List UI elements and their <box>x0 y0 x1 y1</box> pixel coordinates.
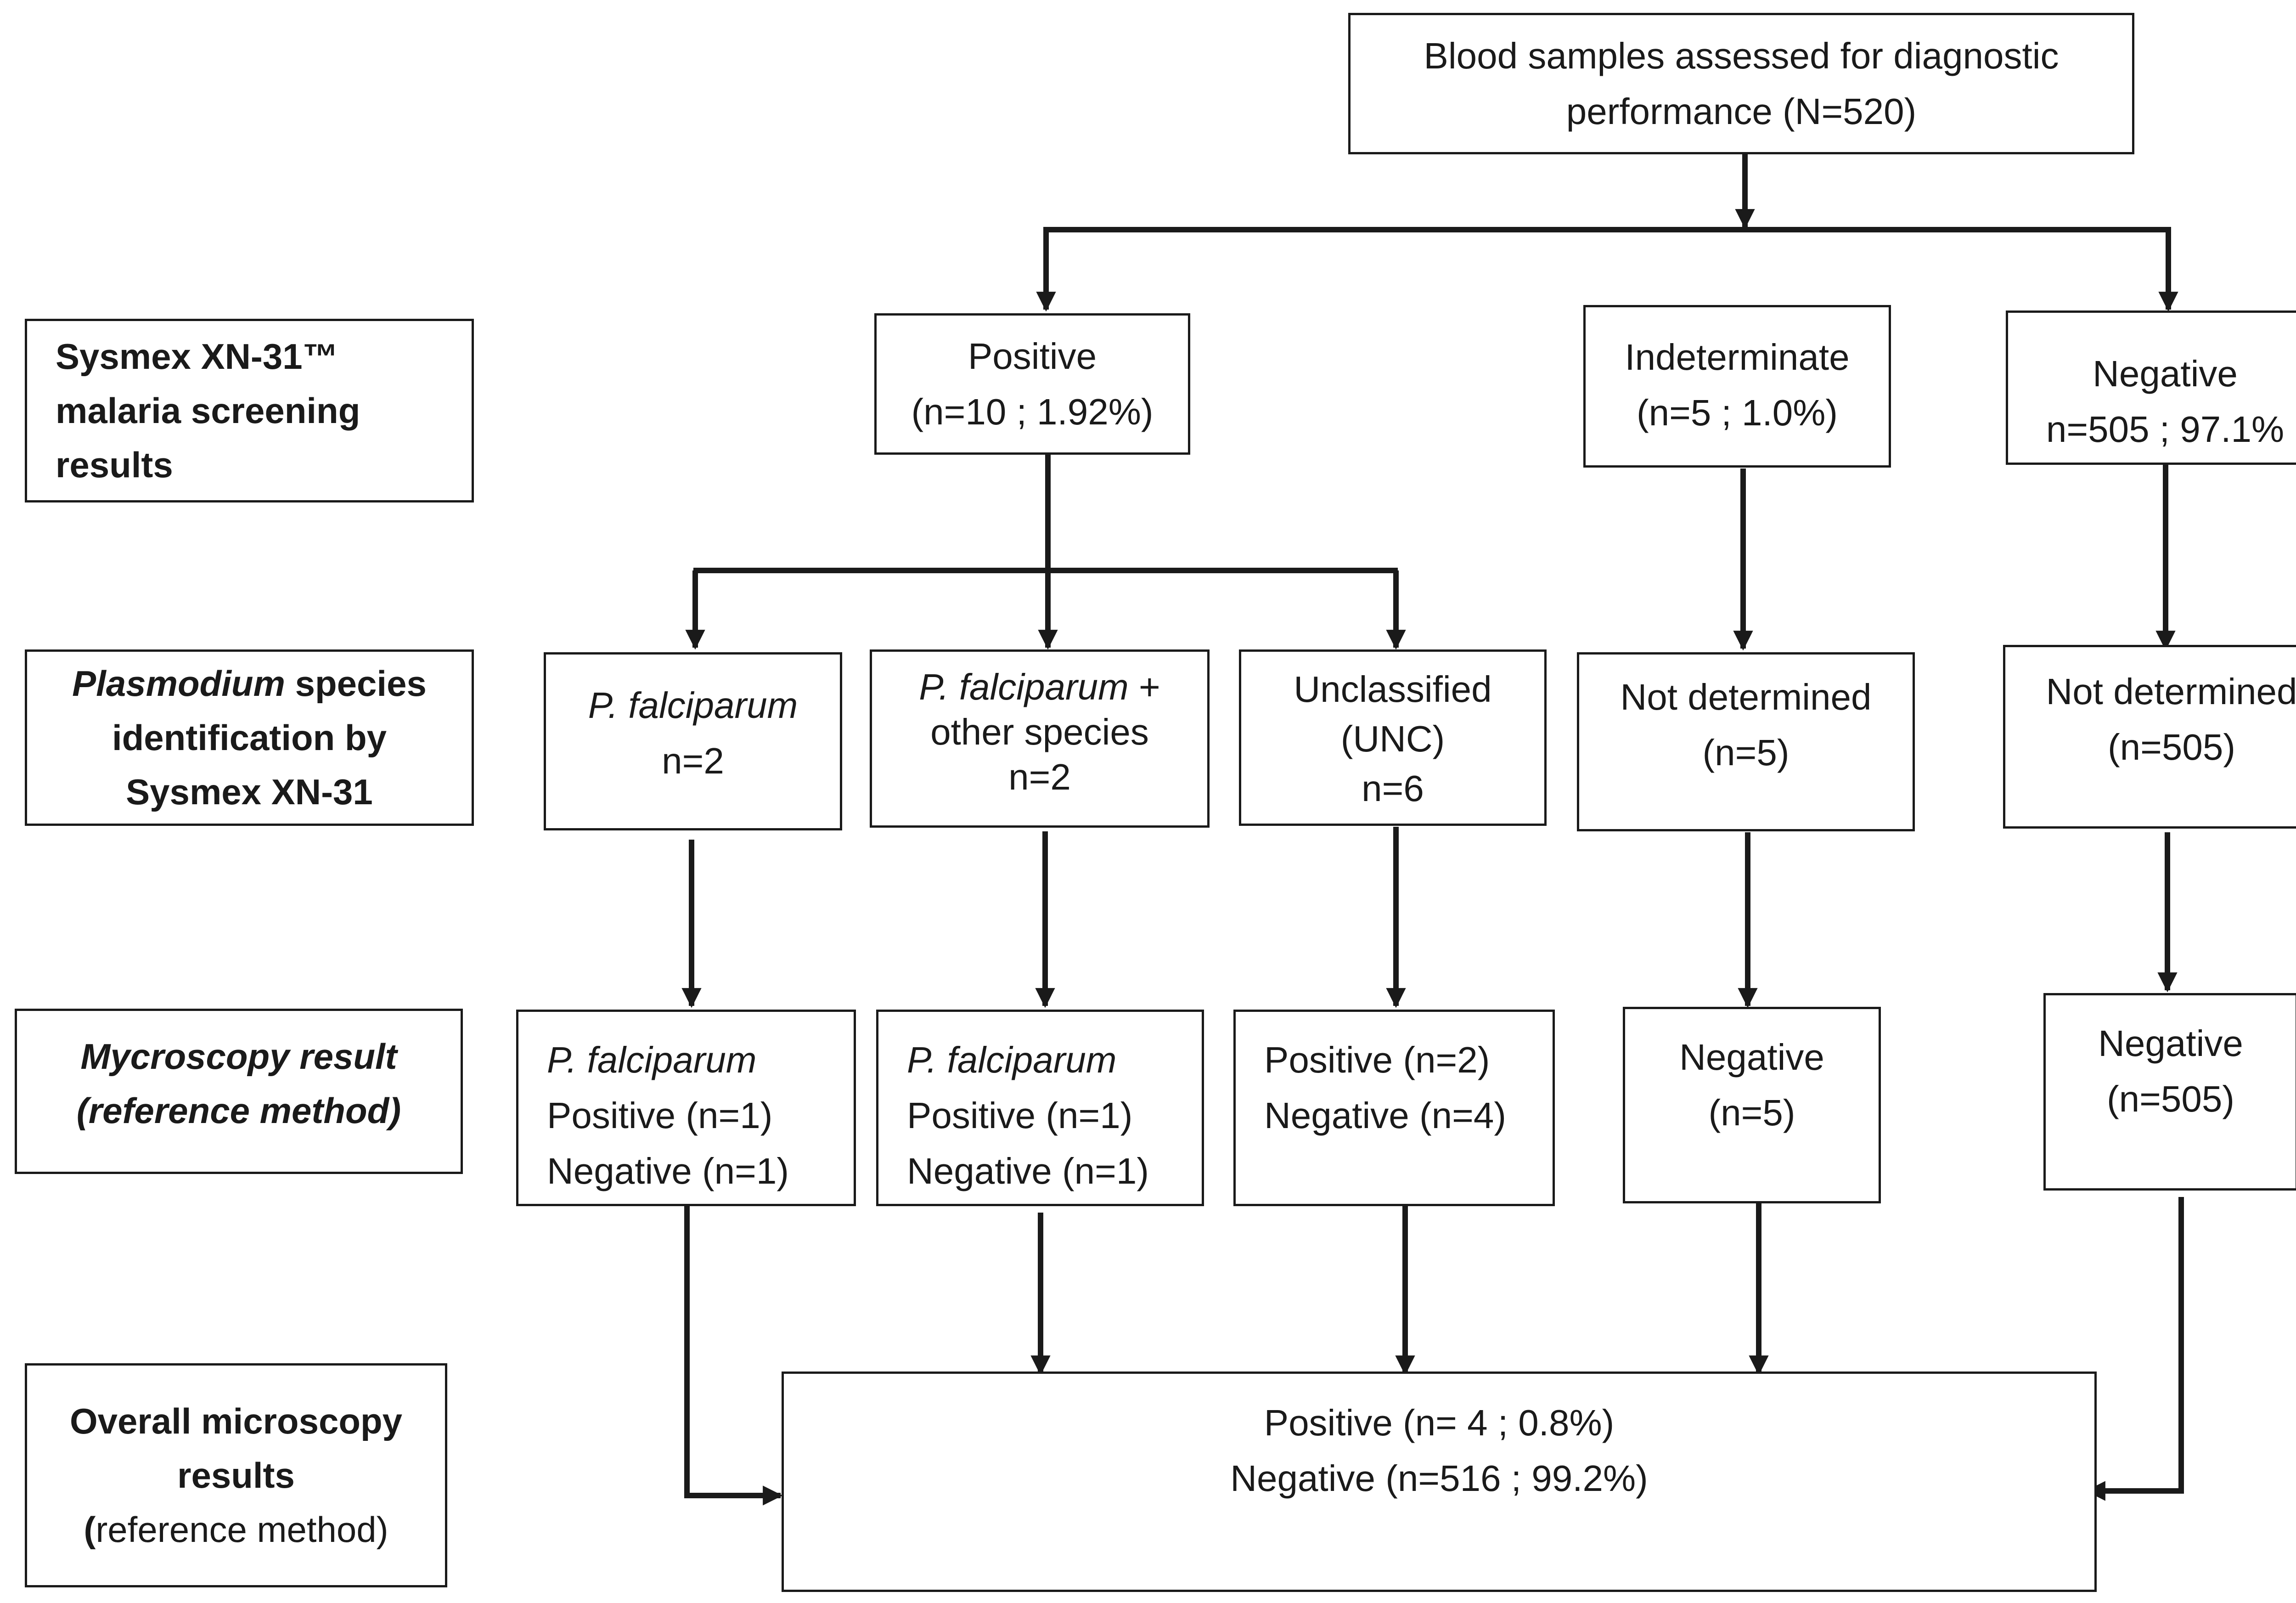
micro-pf-neg: Negative (n=1) <box>547 1151 789 1191</box>
label-species-1: Plasmodium species <box>72 656 427 711</box>
screen-negative-2: n=505 ; 97.1% <box>2046 409 2285 450</box>
species-nd-indet-2: (n=5) <box>1702 732 1790 773</box>
screen-positive-1: Positive <box>968 336 1097 377</box>
box-total-samples: Blood samples assessed for diagnostic pe… <box>1348 13 2134 154</box>
species-unc-2: (UNC) <box>1340 718 1445 759</box>
micro-neg-1: Negative <box>2098 1023 2243 1064</box>
label-species-3: Sysmex XN-31 <box>126 772 373 812</box>
box-screen-negative: Negative n=505 ; 97.1% <box>2006 310 2296 465</box>
box-micro-neg: Negative (n=505) <box>2043 993 2296 1191</box>
label-overall-2: results <box>177 1455 295 1496</box>
micro-indet-2: (n=5) <box>1708 1092 1795 1133</box>
micro-pf-pos: Positive (n=1) <box>547 1095 773 1136</box>
box-species-pf-other: P. falciparum + other species n=2 <box>870 649 1210 828</box>
species-nd-neg-1: Not determined <box>2046 671 2296 712</box>
micro-pfo-pos: Positive (n=1) <box>907 1095 1133 1136</box>
label-screening-1: Sysmex XN-31™ <box>56 336 338 377</box>
screen-indeterminate-1: Indeterminate <box>1625 337 1850 378</box>
species-pfo-plus: + <box>1128 666 1160 707</box>
box-species-nd-indet: Not determined (n=5) <box>1577 652 1915 831</box>
box-micro-unc: Positive (n=2) Negative (n=4) <box>1233 1010 1555 1206</box>
box-species-pf: P. falciparum n=2 <box>544 652 842 830</box>
screen-positive-2: (n=10 ; 1.92%) <box>911 391 1154 432</box>
micro-unc-neg: Negative (n=4) <box>1264 1095 1506 1136</box>
label-microscopy: Mycroscopy result (reference method) <box>15 1009 463 1174</box>
species-pfo-line-1: P. falciparum + <box>919 665 1160 710</box>
label-species-2: identification by <box>112 717 387 758</box>
overall-positive: Positive (n= 4 ; 0.8%) <box>1264 1402 1615 1443</box>
box-micro-pf: P. falciparum Positive (n=1) Negative (n… <box>516 1010 856 1206</box>
label-overall-paren: ( <box>84 1509 96 1550</box>
label-microscopy-1: Mycroscopy result <box>80 1036 397 1077</box>
species-nd-neg-2: (n=505) <box>2108 727 2235 768</box>
total-line-1: Blood samples assessed for diagnostic <box>1424 35 2059 76</box>
label-overall: Overall microscopy results (reference me… <box>25 1363 447 1587</box>
species-pfo-name: P. falciparum <box>919 666 1129 707</box>
box-overall: Positive (n= 4 ; 0.8%) Negative (n=516 ;… <box>782 1372 2097 1592</box>
box-micro-indet: Negative (n=5) <box>1623 1007 1881 1203</box>
species-nd-indet-1: Not determined <box>1620 677 1872 717</box>
label-screening-3: results <box>56 445 173 485</box>
species-pfo-line-2: other species <box>930 711 1149 752</box>
micro-neg-2: (n=505) <box>2107 1078 2234 1119</box>
label-overall-ref: reference method) <box>96 1509 388 1550</box>
micro-unc-pos: Positive (n=2) <box>1264 1039 1490 1080</box>
label-overall-1: Overall microscopy <box>69 1401 402 1441</box>
label-species-word: species <box>285 663 427 704</box>
screen-indeterminate-2: (n=5 ; 1.0%) <box>1636 392 1838 433</box>
species-unc-1: Unclassified <box>1294 669 1492 710</box>
label-overall-3: (reference method) <box>84 1502 388 1557</box>
label-screening: Sysmex XN-31™ malaria screening results <box>25 319 474 502</box>
label-microscopy-2: (reference method) <box>76 1090 401 1131</box>
label-species-genus: Plasmodium <box>72 663 285 704</box>
total-line-2: performance (N=520) <box>1566 91 1917 132</box>
micro-indet-1: Negative <box>1679 1037 1824 1078</box>
micro-pf-name: P. falciparum <box>547 1039 757 1080</box>
species-pfo-count: n=2 <box>1008 756 1071 797</box>
label-screening-2: malaria screening <box>56 390 360 431</box>
box-species-unc: Unclassified (UNC) n=6 <box>1239 649 1547 826</box>
micro-pfo-neg: Negative (n=1) <box>907 1151 1149 1191</box>
micro-pfo-name: P. falciparum <box>907 1039 1117 1080</box>
species-pf-name: P. falciparum <box>588 685 798 726</box>
species-unc-3: n=6 <box>1362 768 1424 809</box>
species-pf-count: n=2 <box>662 740 724 781</box>
box-screen-positive: Positive (n=10 ; 1.92%) <box>874 313 1190 455</box>
box-micro-pf-other: P. falciparum Positive (n=1) Negative (n… <box>876 1010 1204 1206</box>
label-species: Plasmodium species identification by Sys… <box>25 649 474 826</box>
screen-negative-1: Negative <box>2093 353 2238 394</box>
box-species-nd-neg: Not determined (n=505) <box>2003 645 2296 829</box>
overall-negative: Negative (n=516 ; 99.2%) <box>1230 1458 1648 1499</box>
box-screen-indeterminate: Indeterminate (n=5 ; 1.0%) <box>1583 305 1891 468</box>
